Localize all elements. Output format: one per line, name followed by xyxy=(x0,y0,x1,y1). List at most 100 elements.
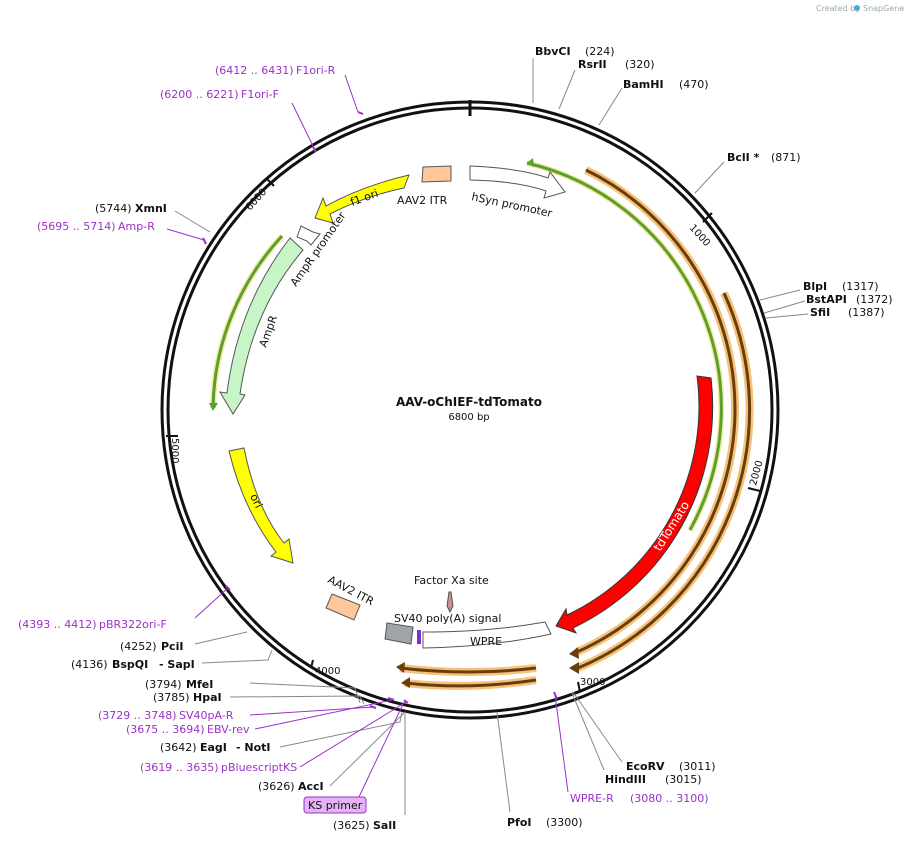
leader-wpre-r xyxy=(554,694,569,793)
site-rsrii-pos: (320) xyxy=(625,58,655,71)
site-eagi-name[interactable]: EagI xyxy=(200,741,227,754)
site-eagi-extra[interactable]: - NotI xyxy=(236,741,271,754)
credit-brand: SnapGene xyxy=(863,4,904,13)
orf-arcs xyxy=(209,158,754,690)
tick-6000-mark xyxy=(265,177,275,187)
leader-pcii xyxy=(194,631,248,645)
leader-hindiii xyxy=(571,692,605,771)
primer-mark-ebv-rev xyxy=(387,697,395,701)
site-sfii-pos: (1387) xyxy=(848,306,885,319)
site-blpi-pos: (1317) xyxy=(842,280,879,293)
site-hindiii-pos: (3015) xyxy=(665,773,702,786)
plasmid-length: 6800 bp xyxy=(448,412,489,423)
site-sali-name[interactable]: SalI xyxy=(373,819,396,832)
site-bstapi-name[interactable]: BstAPI xyxy=(806,293,847,306)
feature-sv40-polya[interactable] xyxy=(384,622,414,645)
site-pfoi-name[interactable]: PfoI xyxy=(507,816,532,829)
site-sali-pos: (3625) xyxy=(333,819,370,832)
leader-bcli xyxy=(694,161,725,194)
leader-rsrii xyxy=(558,69,576,110)
orf-arc-bottom1-arrow xyxy=(396,662,405,673)
primer-pbluescript-name[interactable]: pBluescriptKS xyxy=(221,761,297,774)
orf-arc-outer xyxy=(576,168,737,654)
primer-f1ori-f-range: (6200 .. 6221) xyxy=(160,88,239,101)
primer-f1ori-f-name[interactable]: F1ori-F xyxy=(241,88,279,101)
plasmid-name: AAV-oChIEF-tdTomato xyxy=(396,395,542,409)
orf-arc-green-arrow xyxy=(527,158,534,167)
leader-sfii xyxy=(765,313,809,319)
primer-labels: (6412 .. 6431) F1ori-R (6200 .. 6221) F1… xyxy=(18,64,709,814)
site-hpai-name[interactable]: HpaI xyxy=(193,691,222,704)
leader-pbluescript xyxy=(299,701,407,768)
tick-4000-mark xyxy=(310,659,314,669)
feature-f1-ori[interactable] xyxy=(314,174,410,224)
primer-pbr322-name[interactable]: pBR322ori-F xyxy=(99,618,167,631)
feature-ori[interactable] xyxy=(228,447,294,564)
tick-2000-mark xyxy=(747,487,761,492)
feature-aav2-itr-top[interactable] xyxy=(421,165,452,183)
site-pcii-name[interactable]: PciI xyxy=(161,640,183,653)
orf-arc-bottom1 xyxy=(399,666,537,674)
site-xmni-pos: (5744) xyxy=(95,202,132,215)
tick-1000-mark xyxy=(702,212,713,223)
site-bcli-pos: (871) xyxy=(771,151,801,164)
site-bspqi-name[interactable]: BspQI xyxy=(112,658,148,671)
site-bspqi-extra[interactable]: - SapI xyxy=(159,658,195,671)
leader-bstapi xyxy=(763,300,806,314)
primer-sv40pa-r-name[interactable]: SV40pA-R xyxy=(179,709,234,722)
feature-ampr-promoter[interactable] xyxy=(296,225,321,246)
feature-tdtomato[interactable] xyxy=(555,375,714,634)
feature-wpre[interactable] xyxy=(422,621,552,649)
site-blpi-name[interactable]: BlpI xyxy=(803,280,827,293)
site-hpai-pos: (3785) xyxy=(153,691,190,704)
primer-pbr322-range: (4393 .. 4412) xyxy=(18,618,97,631)
site-ecorv-name[interactable]: EcoRV xyxy=(626,760,665,773)
feature-hsyn-label: hSyn promoter xyxy=(470,190,553,220)
site-bcli-name[interactable]: BclI * xyxy=(727,151,760,164)
leader-pbr322 xyxy=(194,587,229,619)
credit-text: Created by xyxy=(816,4,860,13)
primer-ebv-rev-name[interactable]: EBV-rev xyxy=(207,723,250,736)
feature-tdtomato-label: tdTomato xyxy=(651,499,693,554)
site-sfii-name[interactable]: SfiI xyxy=(810,306,830,319)
site-pcii-pos: (4252) xyxy=(120,640,157,653)
site-rsrii-name[interactable]: RsrII xyxy=(578,58,607,71)
orf-arc-mid xyxy=(577,292,752,670)
leader-f1ori-f xyxy=(291,102,315,149)
site-hindiii-name[interactable]: HindIII xyxy=(605,773,646,786)
feature-factor-xa[interactable] xyxy=(446,591,454,614)
primer-f1ori-r-range: (6412 .. 6431) xyxy=(215,64,294,77)
feature-wpre-label: WPRE xyxy=(470,635,502,648)
primer-wpre-r-name[interactable]: WPRE-R xyxy=(570,792,614,805)
site-acci-name[interactable]: AccI xyxy=(298,780,324,793)
feature-f1ori-label: f1 ori xyxy=(349,187,380,209)
feature-ori-label: ori xyxy=(247,492,265,510)
site-ecorv-pos: (3011) xyxy=(679,760,716,773)
tick-3000-label: 3000 xyxy=(580,677,605,688)
feature-ampr[interactable] xyxy=(219,237,304,415)
feature-itr-top-label: AAV2 ITR xyxy=(397,194,448,207)
site-bamhi-name[interactable]: BamHI xyxy=(623,78,664,91)
site-bbvci-name[interactable]: BbvCI xyxy=(535,45,571,58)
orf-arc-bottom2-arrow xyxy=(401,677,410,688)
site-labels: BbvCI (224) RsrII (320) BamHI (470) BclI… xyxy=(71,45,893,832)
site-xmni-name[interactable]: XmnI xyxy=(135,202,167,215)
snapgene-credit: Created by SnapGene xyxy=(816,4,904,13)
leader-acci xyxy=(329,711,406,787)
feature-hsyn-promoter[interactable] xyxy=(469,165,566,199)
feature-aav2-itr-bottom[interactable] xyxy=(325,593,361,621)
site-mfei-pos: (3794) xyxy=(145,678,182,691)
leader-blpi xyxy=(759,289,801,301)
primer-amp-r-name[interactable]: Amp-R xyxy=(118,220,155,233)
ks-primer-box[interactable] xyxy=(303,796,367,814)
primer-f1ori-r-name[interactable]: F1ori-R xyxy=(296,64,336,77)
orf-arc-bottom2 xyxy=(404,678,537,688)
site-pfoi-pos: (3300) xyxy=(546,816,583,829)
tick-3000-mark xyxy=(577,681,581,693)
primer-amp-r-range: (5695 .. 5714) xyxy=(37,220,116,233)
ks-primer-label: KS primer xyxy=(308,799,363,812)
leader-hpai xyxy=(229,695,365,705)
site-mfei-name[interactable]: MfeI xyxy=(186,678,213,691)
